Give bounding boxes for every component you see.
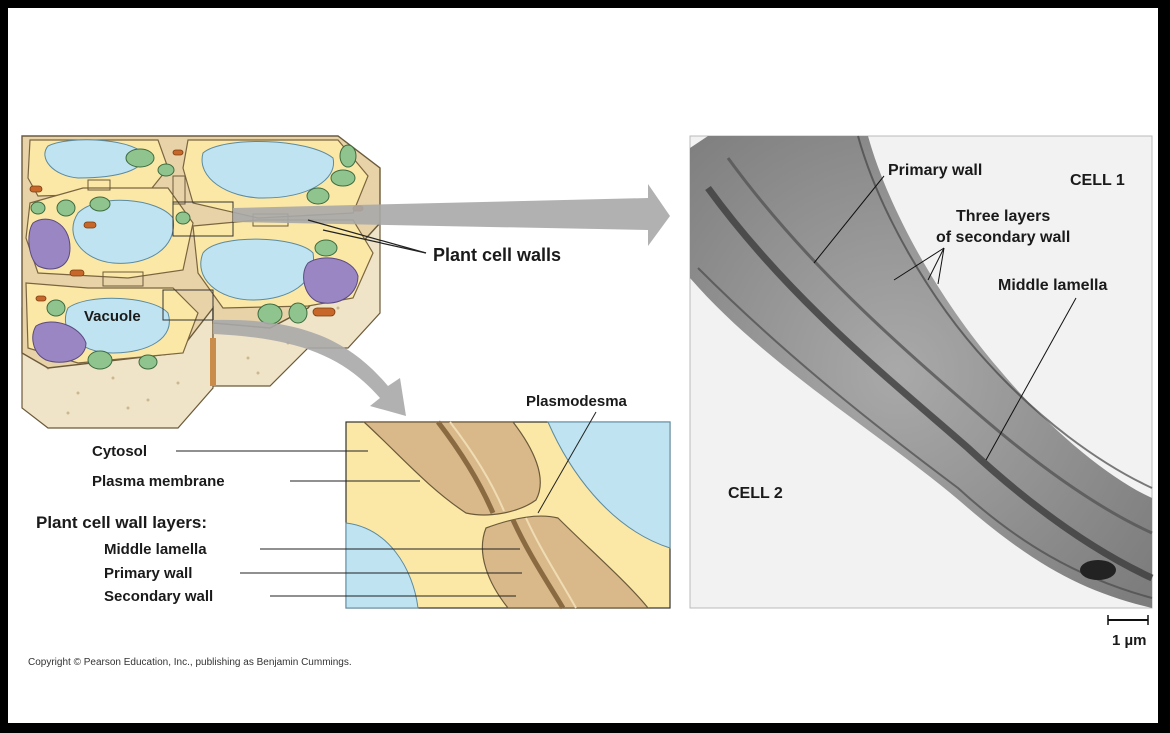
label-primary-wall: Primary wall (104, 565, 192, 582)
em-label-middle-lamella: Middle lamella (998, 277, 1107, 294)
electron-micrograph (690, 136, 1152, 608)
wall-layers-inset (346, 422, 670, 608)
tissue-block-illustration (22, 136, 380, 428)
slide-frame: Plant cell walls Vacuole Plasmodesma Cyt… (8, 8, 1158, 723)
label-plant-cell-walls: Plant cell walls (433, 245, 561, 265)
em-label-primary-wall: Primary wall (888, 162, 982, 179)
em-label-cell2: CELL 2 (728, 485, 783, 502)
scale-bar-label: 1 µm (1112, 632, 1147, 649)
label-plasmodesma: Plasmodesma (526, 393, 628, 410)
em-label-three-layers-1: Three layers (956, 208, 1050, 225)
em-label-three-layers-2: of secondary wall (936, 229, 1070, 246)
scale-bar (1108, 615, 1148, 625)
label-plasma-membrane: Plasma membrane (92, 473, 225, 490)
label-secondary-wall: Secondary wall (104, 588, 213, 605)
cell-wall-diagram: Plant cell walls Vacuole Plasmodesma Cyt… (8, 8, 1158, 723)
em-label-cell1: CELL 1 (1070, 172, 1125, 189)
label-cytosol: Cytosol (92, 443, 147, 460)
label-middle-lamella: Middle lamella (104, 541, 207, 558)
copyright-text: Copyright © Pearson Education, Inc., pub… (28, 657, 352, 668)
label-vacuole: Vacuole (84, 308, 141, 325)
label-wall-layers-heading: Plant cell wall layers: (36, 513, 207, 532)
